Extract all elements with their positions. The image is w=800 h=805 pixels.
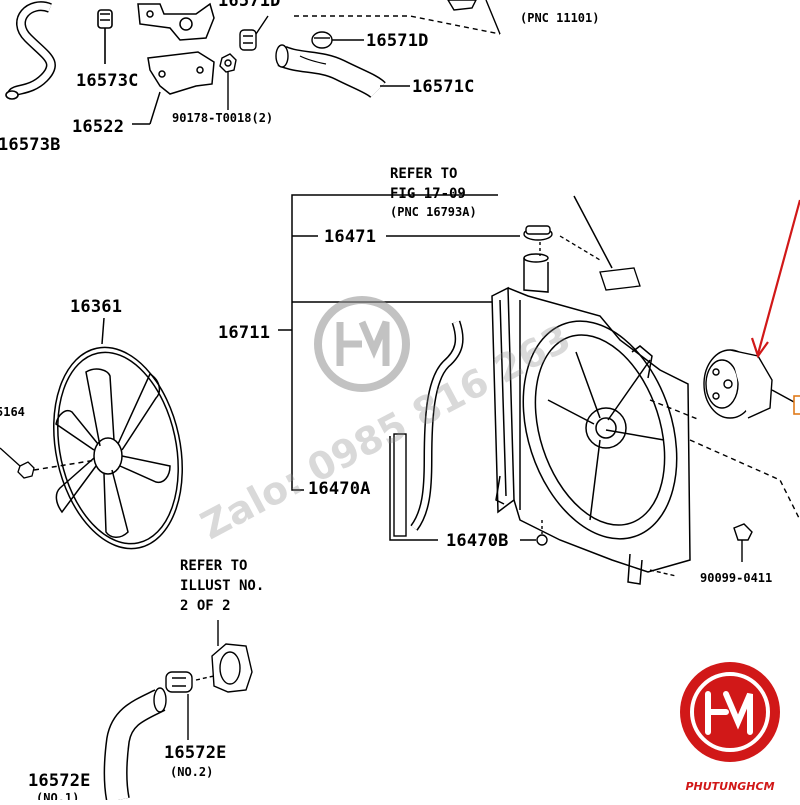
label-16571D-top: 16571D: [218, 0, 281, 11]
nut-5164: [0, 447, 35, 479]
brand-logo-circle: [680, 662, 780, 762]
note-refer-fig-2: FIG 17-09: [390, 186, 466, 202]
label-5164: 5164: [0, 405, 25, 419]
note-refer-illust-3: 2 OF 2: [180, 598, 231, 614]
radiator-shroud: [491, 253, 691, 585]
overflow-hose-16470A: [393, 320, 464, 537]
hose-16571C: [275, 44, 410, 99]
note-refer-fig-1: REFER TO: [390, 166, 457, 182]
label-pnc-11101: (PNC 11101): [520, 11, 599, 25]
water-outlet-housing: [137, 2, 215, 41]
label-16711: 16711: [218, 323, 270, 343]
radiator-bracket-lines: [278, 194, 613, 541]
label-tag-fig17: [559, 235, 641, 291]
label-16572E-no2: 16572E: [164, 743, 227, 763]
label-no2: (NO.2): [170, 765, 213, 779]
watermark-logo: [314, 296, 410, 392]
label-16571C: 16571C: [412, 77, 475, 97]
label-16471: 16471: [324, 227, 376, 247]
label-16571D: 16571D: [366, 31, 429, 51]
highlight-box: [793, 395, 800, 415]
water-inlet-fitting: [211, 620, 253, 693]
clamp-16571D-top: [239, 15, 269, 51]
label-16572E: 16572E: [28, 771, 91, 791]
label-16470A: 16470A: [308, 479, 371, 499]
label-16522: 16522: [72, 117, 124, 137]
hose-16573-assembly: [5, 1, 113, 100]
fan-motor: [649, 349, 800, 521]
note-refer-illust-1: REFER TO: [180, 558, 247, 574]
nut-90178: [219, 53, 237, 110]
label-16470B: 16470B: [446, 531, 509, 551]
hose-clip-16470B: [536, 520, 548, 546]
fan-blade-16361: [33, 317, 183, 550]
brand-name: PHUTUNGHCM: [685, 780, 774, 793]
note-refer-illust-2: ILLUST NO.: [180, 578, 264, 594]
red-callout-arrow: [750, 199, 800, 359]
label-16573C: 16573C: [76, 71, 139, 91]
label-90099-0411: 90099-0411: [700, 571, 772, 585]
hose-16572E: [103, 687, 167, 803]
label-90178-T0018: 90178-T0018(2): [172, 111, 273, 125]
label-16361: 16361: [70, 297, 122, 317]
engine-fitting-top: [294, 0, 501, 35]
brand-logo: PHUTUNGHCM: [680, 662, 780, 793]
radiator-cap-16471: [523, 225, 553, 256]
label-16573B: 16573B: [0, 135, 61, 155]
label-no1: (NO.1): [36, 791, 79, 800]
clamp-16571D: [311, 31, 364, 49]
bolt-90099: [649, 523, 753, 577]
clamp-16572E-no2: [165, 671, 215, 740]
note-refer-fig-3: (PNC 16793A): [390, 205, 477, 219]
bracket-16522: [132, 51, 215, 125]
